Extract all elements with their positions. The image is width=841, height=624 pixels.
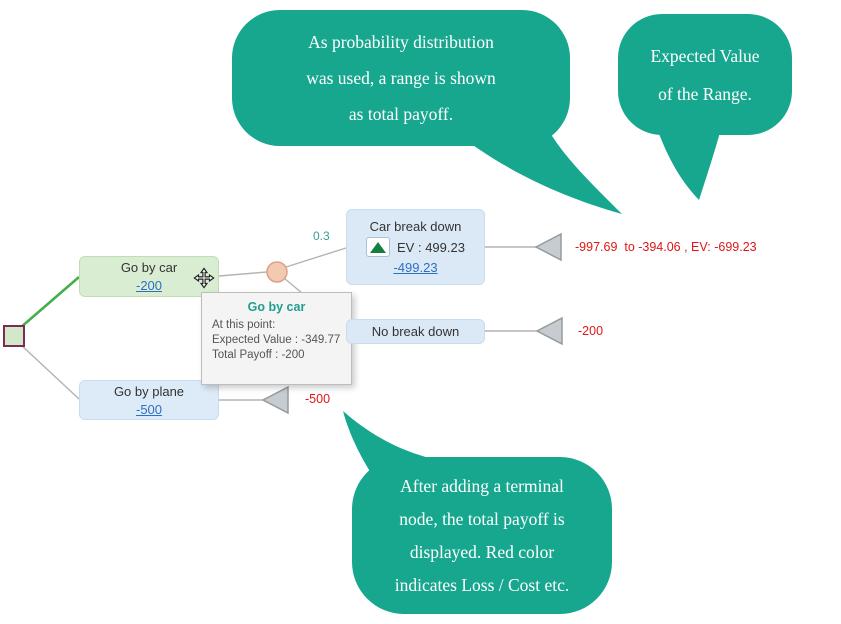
tooltip-total-payoff: Total Payoff : -200 — [212, 349, 305, 361]
node-go-by-car-payoff-link[interactable]: -200 — [135, 278, 163, 293]
callout-ev-tail — [654, 118, 724, 200]
node-go-by-car-label: Go by car — [120, 260, 178, 275]
distribution-icon[interactable] — [366, 237, 391, 257]
node-car-break-down[interactable]: Car break down EV : 499.23 -499.23 — [346, 209, 485, 285]
terminal-node-triangle-break[interactable] — [534, 232, 562, 262]
payoff-nobreak-text: -200 — [578, 324, 604, 338]
callout-range-line3: as total payoff. — [348, 104, 454, 124]
terminal-node-triangle-nobreak[interactable] — [535, 316, 563, 346]
tooltip-intro: At this point: — [212, 319, 276, 331]
edge-root-to-plane — [19, 343, 80, 400]
node-car-break-down-ev: EV : 499.23 — [397, 239, 465, 255]
callout-ev-line1: Expected Value — [650, 45, 760, 66]
callout-terminal-line4: indicates Loss / Cost etc. — [394, 574, 570, 595]
callout-terminal-line3: displayed. Red color — [409, 541, 555, 562]
callout-terminal-note: After adding a terminal node, the total … — [352, 457, 612, 614]
node-car-break-down-payoff-link[interactable]: -499.23 — [393, 260, 438, 275]
node-go-by-plane-label: Go by plane — [113, 383, 185, 399]
probability-label: 0.3 — [313, 229, 330, 243]
edge-car-to-chance — [218, 271, 268, 277]
node-no-break-down[interactable]: No break down — [346, 319, 485, 344]
chance-node[interactable] — [266, 261, 288, 283]
tooltip-expected-value: Expected Value : -349.77 — [212, 334, 341, 346]
ev-row: EV : 499.23 — [347, 237, 484, 257]
payoff-range-text: -997.69 to -394.06 , EV: -699.23 — [575, 240, 757, 254]
node-go-by-plane-payoff-link[interactable]: -500 — [135, 401, 163, 417]
node-go-by-plane[interactable]: Go by plane -500 — [79, 380, 219, 420]
edge-chance-to-break — [285, 247, 347, 268]
callout-terminal-line2: node, the total payoff is — [399, 508, 565, 529]
tooltip-title: Go by car — [247, 300, 306, 314]
callout-ev-line2: of the Range. — [658, 83, 752, 104]
callout-range-line1: As probability distribution — [308, 32, 494, 52]
node-no-break-down-label: No break down — [371, 324, 460, 339]
callout-ev-note: Expected Value of the Range. — [618, 14, 792, 135]
edge-root-to-car — [19, 276, 80, 329]
root-decision-node[interactable] — [3, 325, 25, 347]
distribution-triangle-glyph — [370, 242, 387, 253]
terminal-node-triangle-plane[interactable] — [261, 385, 289, 415]
callout-range-note: As probability distribution was used, a … — [232, 10, 570, 146]
node-tooltip: Go by car At this point: Expected Value … — [201, 292, 352, 385]
node-car-break-down-label: Car break down — [369, 219, 462, 234]
move-cursor-glyph — [193, 267, 215, 289]
payoff-plane-text: -500 — [305, 392, 331, 406]
move-cursor-icon — [193, 267, 215, 289]
callout-range-line2: was used, a range is shown — [306, 68, 496, 88]
callout-terminal-line1: After adding a terminal — [400, 475, 564, 496]
